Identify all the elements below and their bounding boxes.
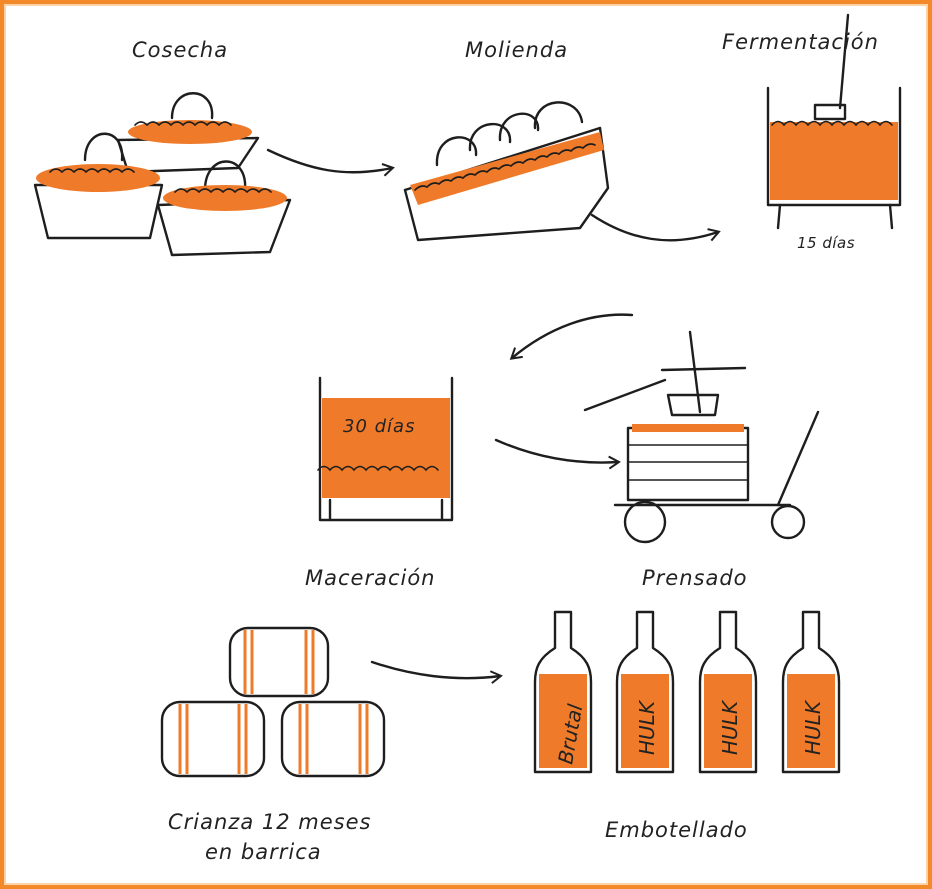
step-label-molienda: Molienda — [465, 38, 569, 62]
maceracion-vat-illustration — [317, 376, 454, 522]
step-label-embotellado: Embotellado — [605, 818, 748, 842]
step-label-crianza-line1: Crianza 12 meses — [168, 810, 372, 834]
embotellado-bottles-illustration: Brutal HULK HULK HULK — [533, 610, 841, 774]
arrow-maceracion-to-prensado — [494, 438, 621, 470]
molienda-crusher-illustration — [403, 101, 610, 242]
bottle-2-label: HULK — [635, 699, 659, 755]
cosecha-baskets-illustration — [33, 92, 292, 257]
fermentacion-vat-illustration — [766, 13, 902, 230]
step-label-prensado: Prensado — [642, 566, 748, 590]
step-label-maceracion: Maceración — [305, 566, 436, 590]
arrow-molienda-to-fermentacion — [590, 213, 721, 242]
step-label-crianza-line2: en barrica — [205, 840, 322, 864]
crianza-barrels-illustration — [160, 626, 386, 778]
bottle-4-label: HULK — [801, 699, 825, 755]
step-label-fermentacion: Fermentación — [722, 30, 879, 54]
bottle-3-label: HULK — [718, 699, 742, 755]
fermentacion-duration: 15 días — [797, 234, 856, 252]
step-label-cosecha: Cosecha — [132, 38, 229, 62]
arrow-fermentacion-to-maceracion — [509, 313, 634, 360]
prensado-press-illustration — [583, 330, 820, 544]
arrow-crianza-to-embotellado — [370, 660, 503, 684]
maceracion-duration: 30 días — [343, 416, 416, 437]
arrow-cosecha-to-molienda — [266, 148, 395, 177]
